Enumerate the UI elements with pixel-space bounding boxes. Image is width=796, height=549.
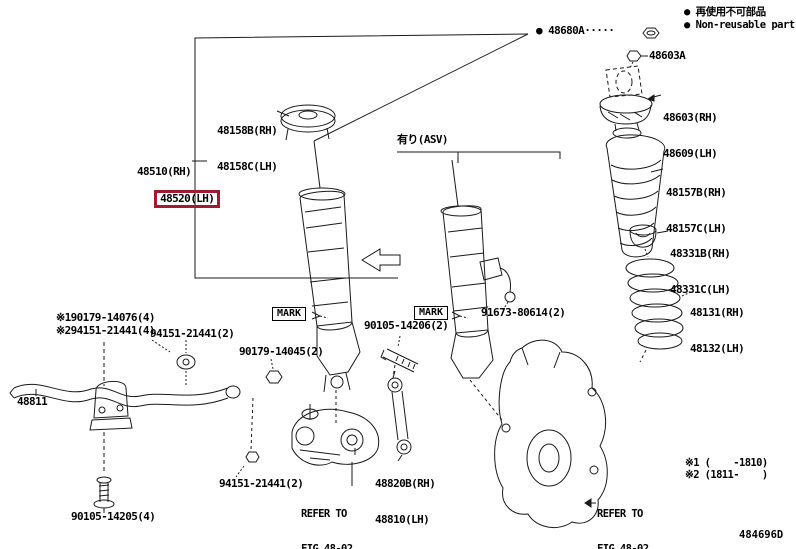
label-leaders	[151, 160, 356, 455]
part-label-90105-14206[interactable]: 90105-14206(2)	[364, 319, 449, 332]
part-label-90179-14045[interactable]: 90179-14045(2)	[239, 345, 324, 358]
nut-48603a-drawing	[626, 50, 648, 69]
part-label-48157c-lh[interactable]: 48157C(LH)	[666, 222, 727, 235]
shock-absorber-drawing	[298, 140, 361, 393]
part-label-48603-group[interactable]: 48603(RH) 48609(LH)	[663, 88, 718, 184]
part-label-48603-rh[interactable]: 48603(RH)	[663, 111, 718, 124]
part-label-94151-21441-2a[interactable]: 94151-21441(2)	[150, 327, 235, 340]
part-label-48810-lh[interactable]: 48810(LH)	[375, 513, 430, 526]
legend-non-reusable-en: ● Non-reusable part	[684, 19, 795, 31]
clamp-bracket-drawing	[89, 342, 133, 472]
mark-arrows	[311, 311, 469, 320]
part-label-48132-lh[interactable]: 48132(LH)	[690, 342, 745, 355]
nut-48680a-drawing	[642, 27, 660, 39]
part-label-48510-rh[interactable]: 48510(RH)	[137, 165, 192, 178]
part-label-94151-21441-2b[interactable]: 94151-21441(2)	[219, 477, 304, 490]
part-label-48680a[interactable]: ● 48680A·····	[536, 24, 615, 37]
assembly-dash-lines	[250, 364, 503, 451]
refer-to-knuckle: REFER TO FIG 48-02 (PNC 43211(RH)) (PNC …	[597, 508, 649, 549]
bolt-90105-14206-drawing	[380, 335, 419, 373]
nut-90179-drawing	[265, 358, 283, 384]
part-label-48510-group[interactable]: 48510(RH) 48520(LH)	[130, 142, 221, 220]
support-48603-drawing	[599, 94, 662, 139]
part-label-48811[interactable]: 48811	[17, 395, 48, 408]
part-label-48609-lh[interactable]: 48609(LH)	[663, 147, 718, 160]
coil-spring-drawing	[625, 258, 692, 363]
asv-variant-bracket	[397, 151, 561, 163]
leader-dots: ·····	[584, 24, 615, 37]
bumper-drawing	[629, 224, 669, 258]
part-label-48158-group[interactable]: 48158B(RH) 48158C(LH)	[217, 101, 278, 197]
mark-tag-left: MARK	[272, 307, 307, 321]
control-arm-drawing	[235, 404, 380, 486]
stabilizer-bar-drawing	[9, 383, 241, 408]
link-48820-drawing	[387, 370, 412, 462]
dust-cover-drawing	[605, 134, 666, 258]
part-label-48820-group[interactable]: 48820B(RH) 48810(LH)	[375, 454, 436, 549]
part-label-48158c-lh[interactable]: 48158C(LH)	[217, 160, 278, 173]
part-label-48158b-rh[interactable]: 48158B(RH)	[217, 124, 278, 137]
highlight-box[interactable]: 48520(LH)	[154, 190, 221, 208]
part-label-48520-lh[interactable]: 48520(LH)	[160, 192, 215, 205]
part-label-48131-rh[interactable]: 48131(RH)	[690, 306, 745, 319]
part-label-48603a[interactable]: 48603A	[649, 49, 686, 62]
mark-tag-right: MARK	[414, 306, 449, 320]
part-label-48157-group[interactable]: 48157B(RH) 48157C(LH)	[666, 163, 727, 259]
asv-variant-label: 有り(ASV)	[397, 133, 449, 146]
footnote-1: ※1 ( -1810)	[685, 457, 768, 469]
part-label-90105-14205[interactable]: 90105-14205(4)	[71, 510, 156, 523]
doc-code: 484696D	[739, 529, 784, 541]
bushing-drawing	[176, 340, 196, 385]
part-label-94151-21441-4[interactable]: ※294151-21441(4)	[56, 324, 156, 337]
bolt-90105-14205-drawing	[93, 476, 115, 513]
part-label-48331b-rh[interactable]: 48331B(RH)	[670, 247, 731, 260]
refer-to-arm: REFER TO FIG 48-02 (PNC 48620(RH)) (PNC …	[301, 508, 353, 549]
part-label-48820b-rh[interactable]: 48820B(RH)	[375, 477, 436, 490]
part-label-90179-14076[interactable]: ※190179-14076(4)	[56, 311, 156, 324]
part-label-91673-80614[interactable]: 91673-80614(2)	[481, 306, 566, 319]
shock-absorber-asv-drawing	[440, 159, 516, 379]
part-label-48331-group[interactable]: 48331B(RH) 48331C(LH)	[670, 224, 731, 320]
support-mount-drawing	[276, 104, 336, 141]
part-label-48131-group[interactable]: 48131(RH) 48132(LH)	[690, 283, 745, 379]
support-ghost-drawing	[605, 65, 643, 98]
non-reusable-bullet-icon: ●	[684, 6, 690, 18]
legend-non-reusable-jp: ● 再使用不可部品	[684, 6, 766, 18]
non-reusable-bullet-icon: ●	[684, 19, 690, 31]
footnote-2: ※2 (1811- )	[685, 469, 768, 481]
assembly-box	[194, 33, 529, 279]
part-label-48157b-rh[interactable]: 48157B(RH)	[666, 186, 727, 199]
direction-arrow	[361, 248, 401, 272]
part-label-48331c-lh[interactable]: 48331C(LH)	[670, 283, 731, 296]
non-reusable-bullet-icon: ●	[536, 24, 543, 37]
knuckle-drawing	[494, 339, 608, 529]
